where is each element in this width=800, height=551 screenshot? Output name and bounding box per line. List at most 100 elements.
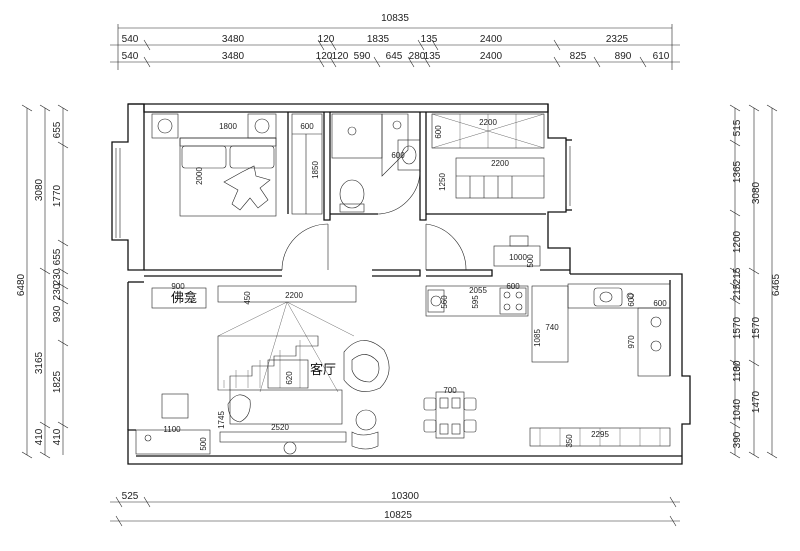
master-bedroom: 1800 2000 600 1850 (151, 113, 323, 217)
left-inner-4: 230 (52, 283, 63, 300)
kitchen-sink-label: 600 (653, 299, 667, 308)
right-outer-3: 390 (732, 431, 743, 448)
right-inner-2: 1200 (732, 230, 743, 253)
side-table-round (355, 409, 377, 431)
top-row2-4: 590 (354, 51, 371, 62)
kitchen-counter-right (567, 283, 671, 309)
floor-lamp-icon (283, 441, 297, 455)
left-outer-0: 3080 (34, 178, 45, 201)
side-cabinet-depth-label: 500 (199, 437, 208, 451)
top-row2-0: 540 (122, 51, 139, 62)
bottom-row1-0: 525 (122, 491, 139, 502)
pillow-right (229, 145, 275, 169)
shrine-label: 佛龛 (171, 291, 197, 306)
dining-chair-1 (423, 397, 437, 411)
right-inner-4: 215 (732, 283, 743, 300)
nightstand-right (247, 113, 277, 139)
top-row1-2: 120 (318, 34, 335, 45)
washer-icon (427, 289, 445, 313)
bottom-overall-dim: 10825 (384, 510, 412, 521)
bottom-dimensions: 525 10300 10825 (110, 491, 680, 527)
kitchen-595-label: 595 (471, 295, 480, 309)
left-outer-2: 410 (34, 428, 45, 445)
coffee-table (267, 359, 309, 389)
desk-chair (509, 235, 529, 247)
nightstand-left (151, 113, 179, 139)
top-row1-4: 135 (421, 34, 438, 45)
hob-label: 600 (627, 293, 636, 307)
left-inner-7: 410 (52, 428, 63, 445)
right-outer-1: 1570 (751, 316, 762, 339)
top-row2-11: 610 (653, 51, 670, 62)
right-dimensions: 515 1365 1200 215 215 1570 30 110 1040 3… (729, 104, 782, 459)
bottom-shelf: 2295 350 (529, 427, 671, 448)
left-inner-0: 655 (52, 121, 63, 138)
tv-light-rays (217, 301, 355, 393)
top-row1-3: 1835 (367, 34, 390, 45)
lamp-right-icon (254, 118, 270, 134)
armchair-icon (227, 394, 251, 423)
right-inner-1: 1365 (732, 160, 743, 183)
tv-cabinet-label: 2200 (285, 291, 303, 300)
top-dimensions: 10835 540 3480 120 1835 135 2400 2325 54… (110, 13, 680, 70)
low-cabinet-label: 1745 (217, 411, 226, 429)
top-row1-1: 3480 (222, 34, 245, 45)
bathroom: 600 (331, 113, 421, 213)
top-row2-1: 3480 (222, 51, 245, 62)
dining-table (435, 391, 465, 439)
kitchen-counter-left (425, 285, 529, 317)
pillow-left (181, 145, 227, 169)
closet-mid-label: 2200 (491, 159, 509, 168)
kitchen-sink-icon (593, 287, 623, 307)
dining-chair-3 (463, 397, 477, 411)
sink-icon (401, 145, 417, 165)
top-row2-10: 890 (615, 51, 632, 62)
closet-mid (455, 157, 545, 199)
top-row1-0: 540 (122, 34, 139, 45)
reading-chair (161, 393, 189, 419)
bed-width-label: 1800 (219, 122, 237, 131)
lamp-left-icon (157, 118, 173, 134)
right-inner-6: 30 (732, 360, 743, 372)
counter-970-label: 970 (627, 335, 636, 349)
desk-depth-label: 500 (526, 254, 535, 268)
dining-chair-2 (423, 419, 437, 433)
shrine-area: 900 佛龛 (151, 282, 207, 309)
desk-label: 1000 (509, 253, 527, 262)
coffee-table-label: 620 (285, 371, 294, 385)
tv-depth-label: 450 (243, 291, 252, 305)
kitchen-counter-side (637, 307, 671, 377)
left-inner-6: 1825 (52, 370, 63, 393)
top-row2-8: 2400 (480, 51, 503, 62)
top-row2-2: 120 (316, 51, 333, 62)
second-bedroom: 2200 600 2200 1250 1000 500 (431, 113, 545, 268)
left-inner-5: 930 (52, 305, 63, 322)
interior-walls (144, 112, 570, 277)
right-inner-5: 1570 (732, 316, 743, 339)
toilet-icon (339, 179, 365, 209)
top-row2-6: 280 (409, 51, 426, 62)
bed-throw (223, 165, 271, 211)
right-inner-0: 515 (732, 119, 743, 136)
burner-2-icon (650, 340, 662, 352)
bath-600-label: 600 (391, 151, 405, 160)
left-inner-1: 1770 (52, 184, 63, 207)
top-row2-9: 825 (570, 51, 587, 62)
closet-top-label: 2200 (479, 118, 497, 127)
sofa-label: 2520 (271, 423, 289, 432)
right-overall-dim: 6465 (771, 273, 782, 296)
living-room-label: 客厅 (310, 362, 336, 378)
right-outer-2: 1470 (751, 390, 762, 413)
dining-chair-4 (463, 419, 477, 433)
shower-icon (392, 120, 402, 130)
kitchen-600-label: 600 (506, 282, 520, 291)
dining-table-label: 700 (443, 386, 457, 395)
shelf-len-label: 2295 (591, 430, 609, 439)
exterior-walls (111, 103, 691, 465)
outlet-icon (144, 434, 152, 442)
left-overall-dim: 6480 (16, 273, 27, 296)
doors (281, 171, 467, 271)
bedroom-window (115, 148, 121, 238)
living-room: 2200 450 620 客厅 1745 2520 1100 500 (135, 285, 390, 455)
top-row1-6: 2325 (606, 34, 629, 45)
